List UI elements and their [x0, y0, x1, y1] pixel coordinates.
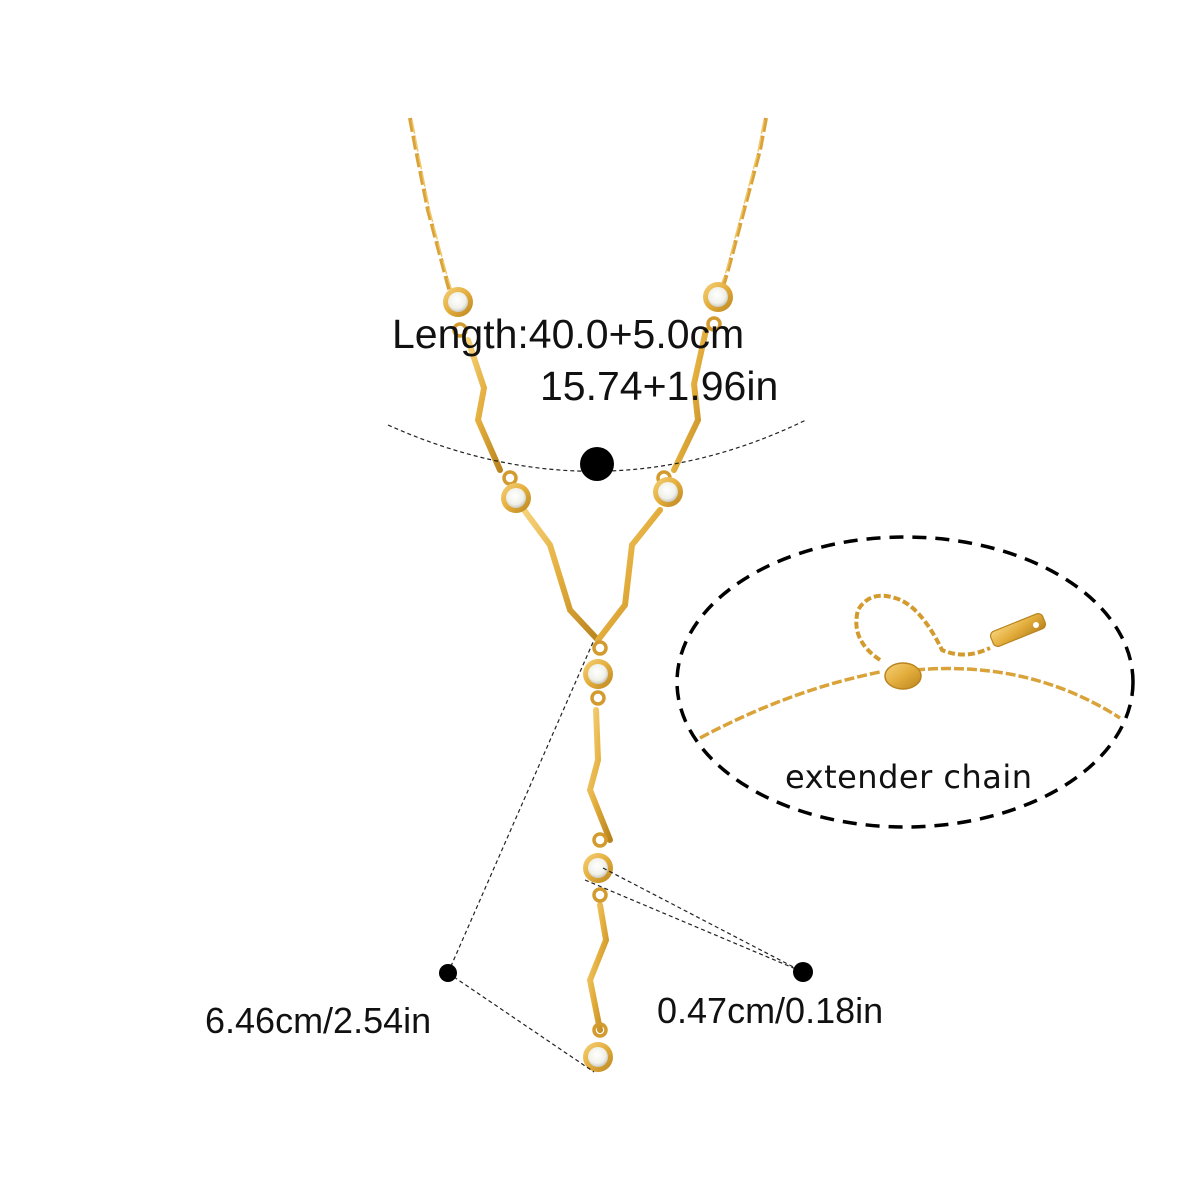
stone-3 [501, 483, 531, 513]
necklace-image [408, 117, 768, 1072]
stone-2 [703, 282, 733, 312]
stone-4 [653, 477, 683, 507]
stone-1 [443, 287, 473, 317]
extender-chain-label: extender chain [785, 758, 1033, 796]
right-chain [720, 117, 768, 291]
length-cm-label: Length:40.0+5.0cm [392, 311, 745, 357]
stone-6 [583, 853, 613, 883]
length-in-label: 15.74+1.96in [540, 363, 779, 409]
left-chain [408, 117, 454, 301]
stone-5 [583, 659, 613, 689]
neck-length-dot [580, 447, 614, 481]
stone-size-dot [793, 962, 813, 982]
drop-length-dot [439, 964, 457, 982]
extender-callout-ellipse [675, 535, 1135, 829]
drop-length-label: 6.46cm/2.54in [205, 1000, 432, 1041]
extender-chain-image [699, 593, 1121, 740]
stone-7 [583, 1042, 613, 1072]
stone-size-label: 0.47cm/0.18in [657, 990, 884, 1031]
